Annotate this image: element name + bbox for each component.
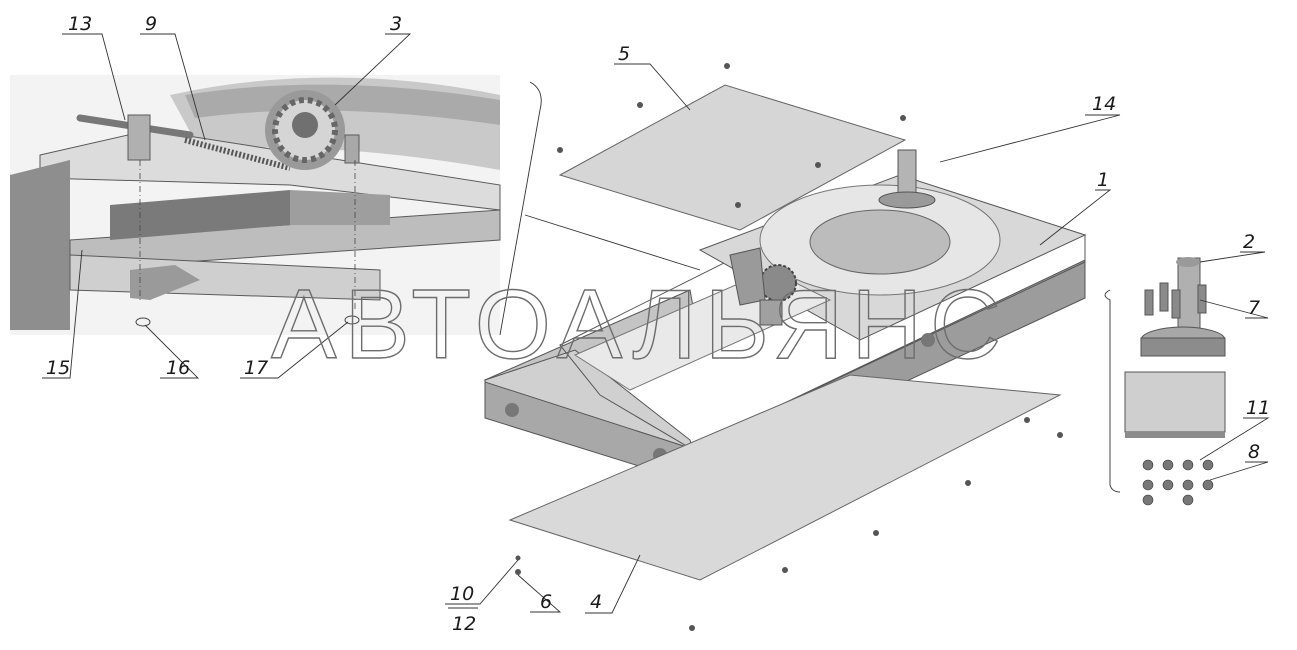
callout-numbers: 13 9 3 5 14 1 2 7 11 8 15 16 17 10 12 6 … (46, 13, 1270, 635)
inset-lever-post (127, 114, 151, 161)
callout-10: 10 (450, 583, 474, 605)
callout-4: 4 (590, 591, 602, 613)
king-pin-top (1176, 257, 1200, 267)
leader-lines (42, 33, 1270, 614)
callout-2: 2 (1243, 231, 1255, 253)
inset-ring-shadow (185, 84, 500, 125)
mounting-plate-edge (1125, 432, 1225, 438)
inset-box-section (290, 190, 390, 225)
pin-flange-top (878, 191, 936, 209)
frame-hole-right (921, 333, 935, 347)
assembly-bracket (1104, 289, 1121, 493)
callout-6: 6 (540, 591, 552, 613)
callout-9: 9 (145, 13, 157, 35)
bottom-plate (508, 374, 1063, 631)
top-cover-plate (557, 63, 907, 231)
callout-14: 14 (1092, 93, 1116, 115)
watermark-text: АВТОАЛЬЯНС (271, 269, 1009, 379)
callout-8: 8 (1248, 441, 1260, 463)
inset-pointer-line (524, 214, 701, 271)
king-pin (1177, 257, 1201, 329)
latch-block (759, 299, 783, 326)
callout-5: 5 (618, 43, 630, 65)
pin-assembly-exploded (1104, 257, 1226, 506)
callout-16: 16 (166, 357, 190, 379)
turntable-opening (809, 209, 951, 275)
frame-hole-left (505, 403, 519, 417)
inset-washer-16 (135, 317, 151, 327)
inset-left-beam (10, 160, 70, 330)
callout-17: 17 (244, 357, 268, 379)
callout-13: 13 (68, 13, 92, 35)
inset-washer-17 (344, 315, 360, 325)
callout-12: 12 (452, 613, 476, 635)
mounting-plate (1124, 371, 1226, 433)
inset-bracket (499, 81, 542, 336)
callout-11: 11 (1246, 397, 1270, 419)
callout-7: 7 (1248, 297, 1260, 319)
inset-diagonal-beam (110, 190, 290, 240)
inset-sprocket-hub (292, 112, 318, 138)
inset-pin (344, 134, 360, 164)
inset-latch (130, 265, 200, 300)
callout-1: 1 (1097, 169, 1109, 191)
callout-15: 15 (46, 357, 70, 379)
detail-inset (10, 75, 501, 335)
flange-side (1140, 337, 1226, 357)
callout-3: 3 (390, 13, 402, 35)
main-frame (483, 149, 1087, 483)
